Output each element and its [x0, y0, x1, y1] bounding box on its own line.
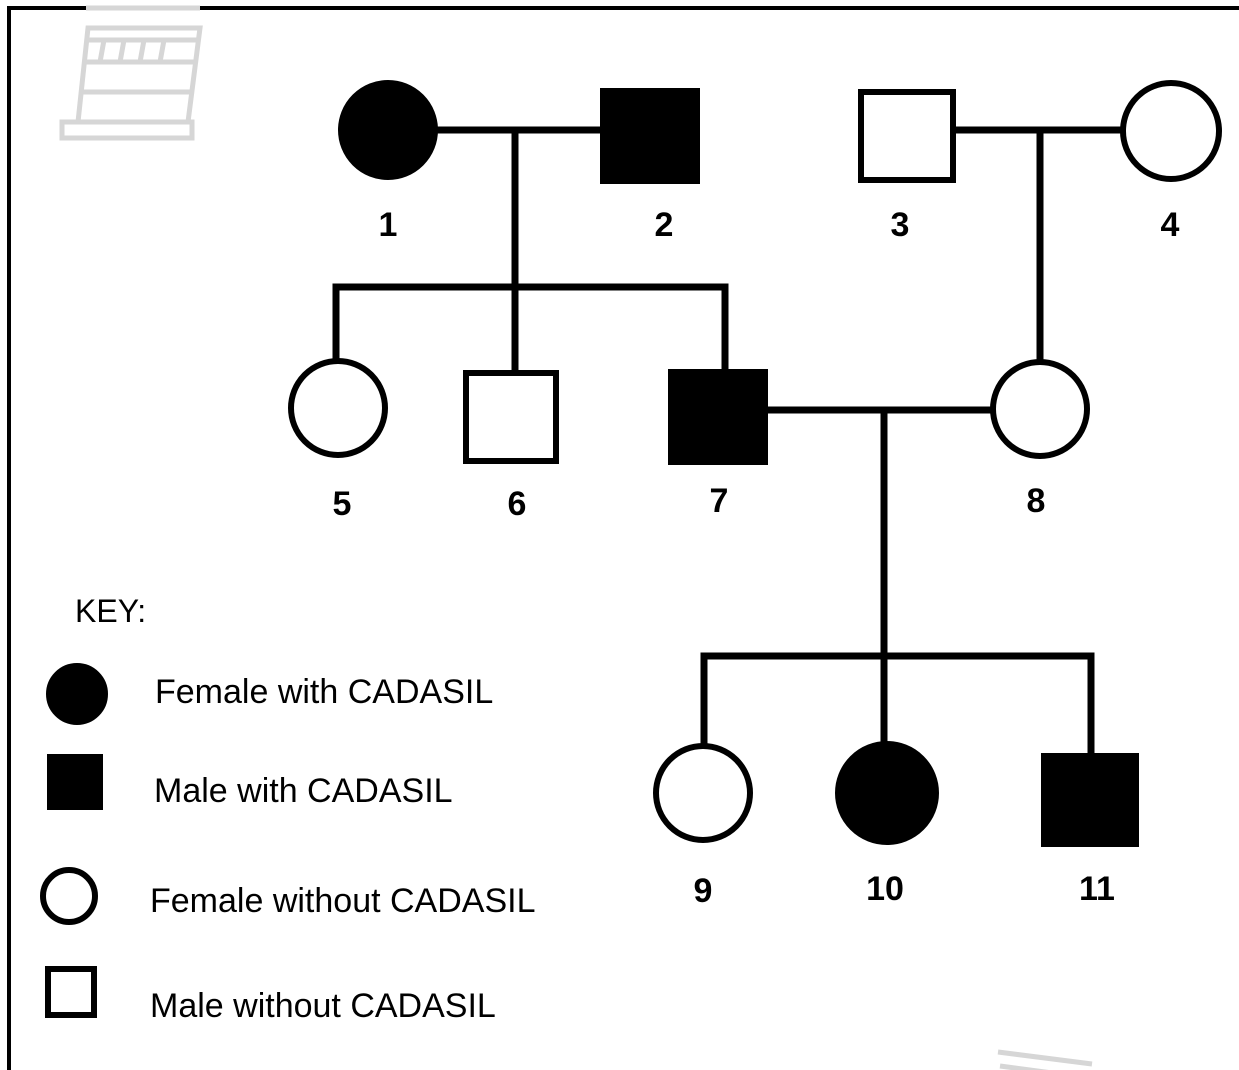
individual-6-square [463, 370, 559, 464]
legend: KEY: Female with CADASIL Male with CADAS… [40, 593, 536, 1025]
leaning-tower-icon [59, 5, 203, 141]
individual-label-3: 3 [891, 206, 910, 244]
legend-label-male-unaffected: Male without CADASIL [150, 987, 496, 1025]
legend-symbol-square-filled [47, 754, 103, 810]
individual-5-circle [288, 358, 388, 458]
diagram-border [7, 6, 1239, 1070]
individual-7-square [668, 369, 768, 465]
legend-symbol-square-open [45, 966, 97, 1018]
individual-label-10: 10 [866, 870, 904, 908]
legend-label-male-affected: Male with CADASIL [154, 772, 453, 810]
individual-1-circle [338, 80, 438, 180]
individual-3-square [858, 89, 956, 183]
individual-label-11: 11 [1079, 870, 1115, 908]
legend-title: KEY: [75, 593, 146, 629]
individual-label-5: 5 [333, 485, 352, 523]
individual-4-circle [1120, 80, 1222, 182]
pedigree-lines [332, 126, 1128, 760]
legend-symbol-circle-filled [46, 663, 108, 725]
individual-label-7: 7 [710, 482, 729, 520]
individual-10-circle [835, 741, 939, 845]
legend-label-female-unaffected: Female without CADASIL [150, 882, 536, 920]
individual-label-6: 6 [508, 485, 527, 523]
watermark-fragment [997, 1049, 1093, 1070]
legend-label-female-affected: Female with CADASIL [155, 673, 493, 711]
individual-8-circle [990, 359, 1090, 459]
individual-2-square [600, 88, 700, 184]
individual-11-square [1041, 753, 1139, 847]
individual-label-2: 2 [655, 206, 674, 244]
individual-label-4: 4 [1161, 206, 1180, 244]
individual-labels: 1 2 3 4 5 6 7 8 9 10 11 [333, 206, 1180, 910]
legend-symbols [40, 663, 108, 1018]
individual-9-circle [653, 743, 753, 843]
individual-label-8: 8 [1027, 482, 1046, 520]
legend-symbol-circle-open [40, 867, 98, 925]
individual-label-1: 1 [379, 206, 398, 244]
individual-label-9: 9 [694, 872, 713, 910]
pedigree-individuals [288, 80, 1222, 847]
